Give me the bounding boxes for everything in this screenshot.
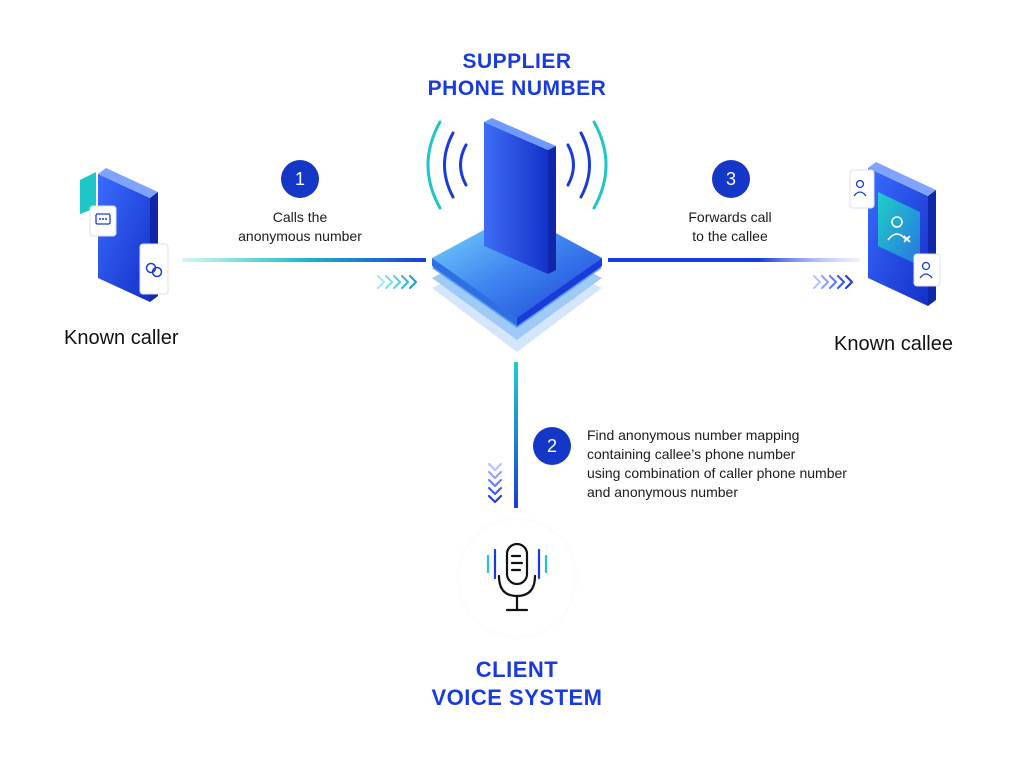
step-2-text: Find anonymous number mapping containing… <box>587 426 917 502</box>
supplier-heading: SUPPLIER PHONE NUMBER <box>400 48 634 102</box>
step-1-text: Calls the anonymous number <box>200 208 400 246</box>
step-2-line: containing callee’s phone number <box>587 446 796 462</box>
client-voice-illustration <box>453 514 581 642</box>
callee-phone-illustration <box>849 162 941 306</box>
step-3-line: Forwards call <box>688 209 772 225</box>
arrow-chevrons-right-1 <box>376 274 418 290</box>
sound-bars-icon <box>486 548 548 580</box>
supplier-phone-illustration <box>426 118 608 352</box>
client-heading: CLIENT VOICE SYSTEM <box>400 656 634 712</box>
client-heading-line1: CLIENT <box>475 657 559 682</box>
step-2-line: Find anonymous number mapping <box>587 427 800 443</box>
step-1-line: Calls the <box>272 209 328 225</box>
step-2-badge: 2 <box>533 427 571 465</box>
contact-icon <box>849 169 875 209</box>
step-1-badge: 1 <box>281 160 319 198</box>
microphone-icon <box>497 542 537 612</box>
link-icon <box>139 243 169 295</box>
user-icon <box>887 216 911 243</box>
connection-supplier-to-client <box>514 362 518 508</box>
supplier-heading-line2: PHONE NUMBER <box>427 77 607 100</box>
caller-label: Known caller <box>64 327 179 349</box>
arrow-chevrons-down-2 <box>487 462 503 504</box>
connection-supplier-to-callee <box>608 258 860 262</box>
step-3-line: to the callee <box>692 228 768 244</box>
step-1-line: anonymous number <box>238 228 362 244</box>
step-3-badge: 3 <box>712 160 750 198</box>
client-heading-line2: VOICE SYSTEM <box>431 685 603 710</box>
caller-phone-illustration <box>80 168 169 302</box>
supplier-heading-line1: SUPPLIER <box>462 50 572 73</box>
step-2-line: using combination of caller phone number <box>587 465 847 481</box>
connection-caller-to-supplier <box>182 258 426 262</box>
contact-icon-2 <box>913 253 941 287</box>
chat-icon <box>89 205 117 237</box>
callee-label: Known callee <box>834 333 953 355</box>
signal-waves-icon <box>426 120 608 210</box>
arrow-chevrons-right-3 <box>812 274 854 290</box>
step-2-line: and anonymous number <box>587 484 738 500</box>
step-3-text: Forwards call to the callee <box>630 208 830 246</box>
